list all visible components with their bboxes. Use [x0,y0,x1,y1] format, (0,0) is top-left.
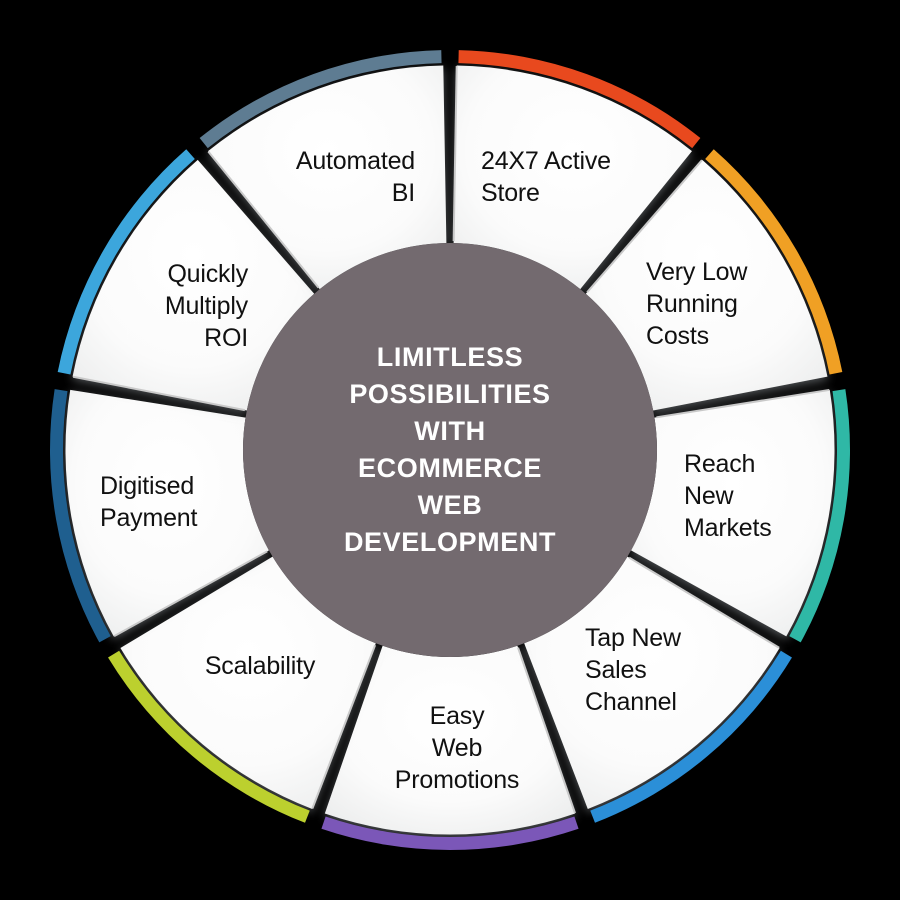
segment-body [324,645,576,835]
wheel-segment-easy-web-promotions[interactable] [321,645,579,850]
wheel-segment-very-low-running-costs[interactable] [585,149,843,411]
segment-body [453,65,692,290]
segment-rim [705,149,843,375]
wheel-segment-reach-new-markets[interactable] [631,388,851,643]
wheel-segment-automated-bi[interactable] [199,50,447,290]
segment-divider [72,375,246,412]
segment-divider [517,647,576,814]
segment-rim [199,50,442,149]
wheel-segment-scalability[interactable] [108,556,377,823]
segment-rim [321,816,579,850]
segment-label-tap-new-sales-channel: Tap New Sales Channel [585,624,681,716]
segment-rim [108,650,310,823]
segment-divider [586,159,703,293]
segment-rim [458,50,701,149]
wheel-segments [49,50,851,850]
segment-body [631,389,835,637]
segment-body [524,556,780,809]
segment-label-digitised-payment: Digitised Payment [100,472,198,532]
segment-rim [789,389,851,643]
segment-divider [113,550,268,638]
wheel-segment-24x7-active-store[interactable] [452,50,701,290]
wheel-segment-digitised-payment[interactable] [49,389,269,643]
center-hub: LIMITLESS POSSIBILITIES WITH ECOMMERCE W… [243,243,657,657]
wheel-segment-tap-new-sales-channel[interactable] [524,556,792,823]
segment-body [72,159,315,411]
wheel-segment-quickly-multiply-roi[interactable] [57,149,315,412]
segment-label-24x7-active-store: 24X7 Active Store [481,147,611,207]
segment-label-very-low-running-costs: Very Low Running Costs [646,258,748,350]
segment-rim [49,389,111,643]
segment-divider [452,66,458,242]
segment-body [208,65,447,290]
segment-label-reach-new-markets: Reach New Markets [684,450,772,542]
center-hub-text: LIMITLESS POSSIBILITIES WITH ECOMMERCE W… [343,342,557,557]
segment-divider [628,556,780,649]
segment-rim [57,149,195,375]
segment-rim [590,650,792,823]
segment-label-automated-bi: Automated BI [295,147,415,207]
segment-body [120,556,376,809]
segment-label-quickly-multiply-roi: Quickly Multiply ROI [164,260,248,352]
segment-divider [656,388,830,419]
segment-divider [311,644,377,809]
segment-divider [207,150,320,289]
segment-body [65,389,269,637]
segment-body [585,159,828,411]
segment-label-easy-web-promotions: Easy Web Promotions [394,702,520,794]
segment-label-scalability: Scalability [204,652,316,680]
